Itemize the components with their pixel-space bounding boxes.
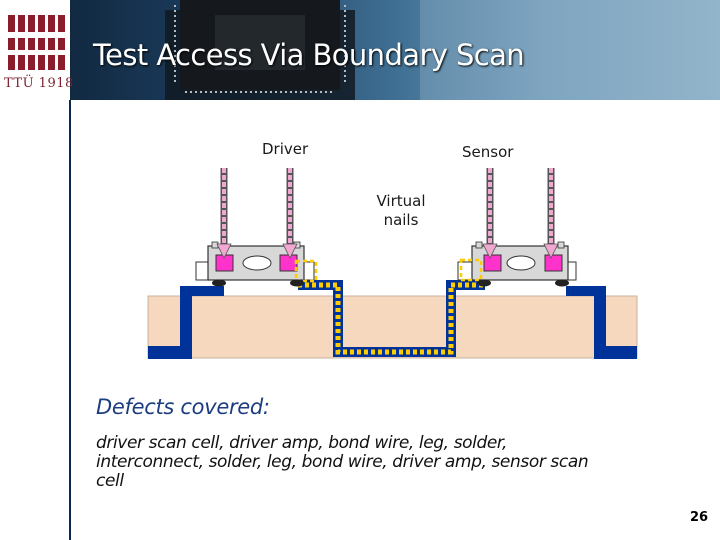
logo-panel: TTÜ 1918 <box>0 0 73 540</box>
virtual-nail-right <box>459 258 483 282</box>
probe-arrow-driver-2 <box>282 168 298 259</box>
driver-scan-cell-2 <box>279 254 298 272</box>
defects-description: driver scan cell, driver amp, bond wire,… <box>96 433 589 491</box>
logo-text: TTÜ 1918 <box>4 76 74 91</box>
chip-die <box>215 15 305 70</box>
university-logo <box>8 15 65 70</box>
driver-chip <box>195 241 318 287</box>
pcb-traces <box>148 286 637 359</box>
virtual-nails-line2: nails <box>383 211 419 229</box>
sensor-scan-cell-2 <box>544 254 563 272</box>
sensor-scan-cell-1 <box>483 254 502 272</box>
virtual-nail-left <box>294 259 318 283</box>
page-number: 26 <box>690 510 709 525</box>
probe-arrow-sensor-2 <box>543 168 559 259</box>
chip-photo <box>165 0 720 100</box>
left-rule <box>69 100 71 540</box>
defects-title: Defects covered: <box>96 395 270 419</box>
sensor-core <box>506 255 536 271</box>
probe-arrow-driver-1 <box>216 168 232 259</box>
sensor-label: Sensor <box>462 143 514 161</box>
board-highlight <box>420 0 720 100</box>
chip-pins <box>174 5 346 93</box>
probe-arrows <box>216 168 559 259</box>
driver-label: Driver <box>262 140 309 158</box>
sensor-chip <box>457 241 577 287</box>
virtual-nails-line1: Virtual <box>376 192 426 210</box>
probe-arrow-sensor-1 <box>482 168 498 259</box>
virtual-nails-label: Virtual nails <box>372 192 430 230</box>
interconnect-path <box>298 280 485 357</box>
slide-title: Test Access Via Boundary Scan <box>93 38 525 72</box>
driver-core <box>242 255 272 271</box>
logo-bars <box>8 15 65 70</box>
header-banner: Test Access Via Boundary Scan <box>0 0 720 100</box>
